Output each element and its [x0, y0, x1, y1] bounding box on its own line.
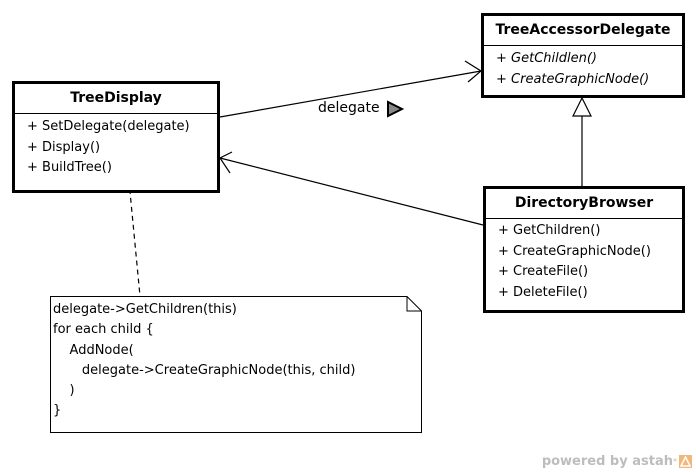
operation: + CreateGraphicNode()	[496, 71, 650, 87]
operation: + GetChildlen()	[496, 51, 597, 66]
generalization-arrowhead	[572, 96, 592, 117]
class-name: TreeDisplay	[15, 84, 217, 114]
class-name: DirectoryBrowser	[486, 189, 682, 219]
operations-list: + GetChildren() + CreateGraphicNode() + …	[486, 219, 682, 303]
note-line: AddNode(	[53, 342, 134, 358]
note-line: delegate->CreateGraphicNode(this, child)	[53, 362, 356, 378]
dependency-line	[219, 157, 484, 226]
operation: + BuildTree()	[27, 160, 112, 175]
class-tree-accessor-delegate[interactable]: TreeAccessorDelegate + GetChildlen() + C…	[481, 13, 685, 98]
operation: + SetDelegate(delegate)	[27, 119, 190, 134]
watermark-text: powered by astah	[541, 454, 673, 469]
association-line	[219, 70, 482, 118]
note-shape	[50, 296, 422, 433]
note[interactable]: delegate->GetChildren(this) for each chi…	[50, 296, 422, 433]
class-name: TreeAccessorDelegate	[484, 16, 682, 46]
association-label: delegate	[318, 100, 380, 116]
operation: + CreateFile()	[498, 264, 589, 279]
operation: + DeleteFile()	[498, 284, 588, 300]
note-body: delegate->GetChildren(this) for each chi…	[50, 296, 422, 422]
direction-triangle-icon	[387, 100, 405, 118]
operations-list: + GetChildlen() + CreateGraphicNode()	[484, 46, 682, 90]
note-line: delegate->GetChildren(this)	[53, 302, 237, 317]
operation: + Display()	[27, 139, 101, 155]
operations-list: + SetDelegate(delegate) + Display() + Bu…	[15, 114, 217, 179]
operation: + CreateGraphicNode()	[498, 243, 651, 259]
class-directory-browser[interactable]: DirectoryBrowser + GetChildren() + Creat…	[483, 186, 685, 313]
note-line: for each child {	[53, 322, 154, 338]
operation: + GetChildren()	[498, 223, 601, 238]
dependency-arrowhead	[219, 151, 233, 174]
watermark: powered by astah *	[542, 454, 692, 469]
watermark-mark: *	[673, 457, 677, 466]
note-line: )	[53, 383, 75, 399]
astah-logo-icon	[679, 455, 692, 468]
class-tree-display[interactable]: TreeDisplay + SetDelegate(delegate) + Di…	[12, 81, 220, 193]
note-line: }	[53, 403, 62, 419]
